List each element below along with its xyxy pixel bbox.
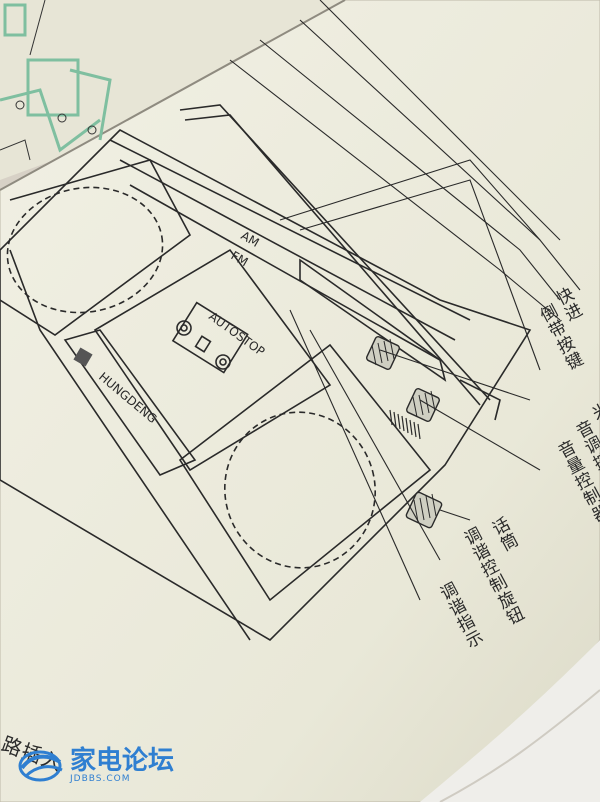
schematic-fragment [0,3,112,153]
radio-cassette-drawing [0,104,532,642]
leader-lines [229,0,581,601]
watermark-sub: JDBBS.COM [70,774,131,784]
jdbbs-watermark: 家电论坛 JDBBS.COM [18,748,174,784]
globe-logo-icon [18,750,63,782]
right-speaker [223,411,377,569]
left-speaker [6,186,164,314]
watermark-main: 家电论坛 [70,746,175,776]
